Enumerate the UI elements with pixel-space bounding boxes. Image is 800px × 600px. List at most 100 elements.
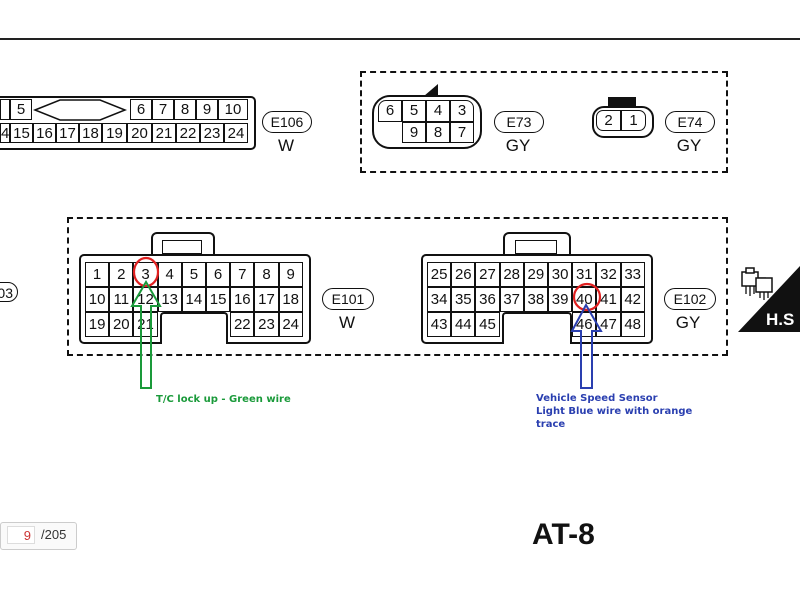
pin: 19	[85, 312, 110, 337]
pin: 21	[152, 123, 176, 143]
pin: 19	[102, 123, 127, 143]
pin: 6	[206, 262, 231, 287]
pin: 14	[181, 287, 206, 312]
harness-side-icon	[738, 266, 800, 332]
connector-e74-color: GY	[676, 136, 702, 155]
pin: 34	[427, 287, 452, 312]
pin: 32	[596, 262, 621, 287]
pin: 22	[230, 312, 255, 337]
hs-label: H.S	[766, 310, 795, 329]
connector-e102-latch-slot	[515, 240, 557, 254]
up-arrow-blue-icon	[570, 302, 603, 389]
connector-e102-color: GY	[675, 313, 701, 332]
pin: 1	[85, 262, 110, 287]
pin: 2	[596, 110, 621, 131]
connector-e101-latch-slot	[162, 240, 202, 254]
vss-annotation-line: Light Blue wire with orange	[536, 406, 693, 417]
pin: 4	[426, 100, 450, 122]
connector-e102-tag: E102	[664, 288, 716, 310]
pin: 31	[572, 262, 597, 287]
pin: 6	[378, 100, 402, 122]
pin: 16	[230, 287, 255, 312]
keyway-diamond	[32, 99, 128, 121]
pin: 30	[548, 262, 573, 287]
pin: 48	[620, 312, 645, 337]
pin: 18	[278, 287, 303, 312]
pin: 3	[450, 100, 474, 122]
pin: 12	[133, 287, 158, 312]
pin: 44	[451, 312, 476, 337]
pin: 33	[620, 262, 645, 287]
pin: 39	[548, 287, 573, 312]
pin: 20	[127, 123, 152, 143]
tc-lockup-annotation: T/C lock up - Green wire	[156, 394, 291, 405]
pin: 15	[10, 123, 33, 143]
page-label: AT-8	[532, 518, 595, 551]
pin: 35	[451, 287, 476, 312]
pin: 13	[157, 287, 182, 312]
pin: 26	[451, 262, 476, 287]
pin: 27	[475, 262, 500, 287]
pin: 9	[402, 122, 426, 143]
pin: 18	[79, 123, 102, 143]
connector-e102-keyway	[502, 312, 572, 344]
pin: 7	[230, 262, 255, 287]
page-navigator: /205	[0, 522, 77, 550]
pin: 7	[450, 122, 474, 143]
pin: 11	[109, 287, 134, 312]
vss-annotation: Vehicle Speed Sensor Light Blue wire wit…	[536, 392, 692, 431]
highlight-pin-3-circle	[132, 256, 160, 288]
pin: 17	[254, 287, 279, 312]
pin: 45	[475, 312, 500, 337]
pin: 7	[152, 99, 174, 120]
connector-e73-tag: E73	[494, 111, 544, 133]
pin: 8	[426, 122, 450, 143]
pin: 29	[523, 262, 548, 287]
connector-e101-tag: E101	[322, 288, 374, 310]
harness-side-symbol: H.S	[738, 266, 800, 332]
pin: 42	[620, 287, 645, 312]
pin: 47	[596, 312, 621, 337]
pin: 8	[254, 262, 279, 287]
up-arrow-green-icon	[130, 280, 162, 389]
pin: 5	[10, 99, 32, 120]
dashed-group-e73-e74	[360, 71, 728, 173]
pin: 5	[181, 262, 206, 287]
connector-e101-keyway	[160, 312, 228, 344]
connector-e73-color: GY	[505, 136, 531, 155]
pin: 36	[475, 287, 500, 312]
pin: 25	[427, 262, 452, 287]
pin: 37	[499, 287, 524, 312]
connector-e101-color: W	[338, 313, 356, 332]
pin: 17	[56, 123, 79, 143]
pin: 43	[427, 312, 452, 337]
pin: 2	[109, 262, 134, 287]
top-border-line	[0, 38, 800, 40]
connector-e74-latch	[608, 97, 636, 107]
pin	[0, 99, 10, 120]
pin: 38	[523, 287, 548, 312]
pin: 4	[0, 123, 10, 143]
pin: 8	[174, 99, 196, 120]
pin: 23	[200, 123, 224, 143]
pin: 9	[278, 262, 303, 287]
connector-e74-tag: E74	[665, 111, 715, 133]
page-number-input[interactable]	[7, 526, 35, 544]
pin: 23	[254, 312, 279, 337]
pin: 20	[109, 312, 134, 337]
page-total: /205	[41, 527, 67, 542]
pin: 15	[206, 287, 231, 312]
pin: 9	[196, 99, 218, 120]
connector-e106-tag: E106	[262, 111, 312, 133]
dashed-group-e101-e102	[67, 217, 728, 356]
connector-e106-color: W	[277, 136, 295, 155]
vss-annotation-line: Vehicle Speed Sensor	[536, 393, 658, 404]
pin: 6	[130, 99, 152, 120]
connector-partial-tag: 03	[0, 282, 18, 302]
highlight-pin-40-circle	[572, 282, 602, 312]
pin: 1	[621, 110, 646, 131]
pin: 24	[224, 123, 248, 143]
pin: 22	[176, 123, 200, 143]
vss-annotation-line: trace	[536, 419, 566, 430]
